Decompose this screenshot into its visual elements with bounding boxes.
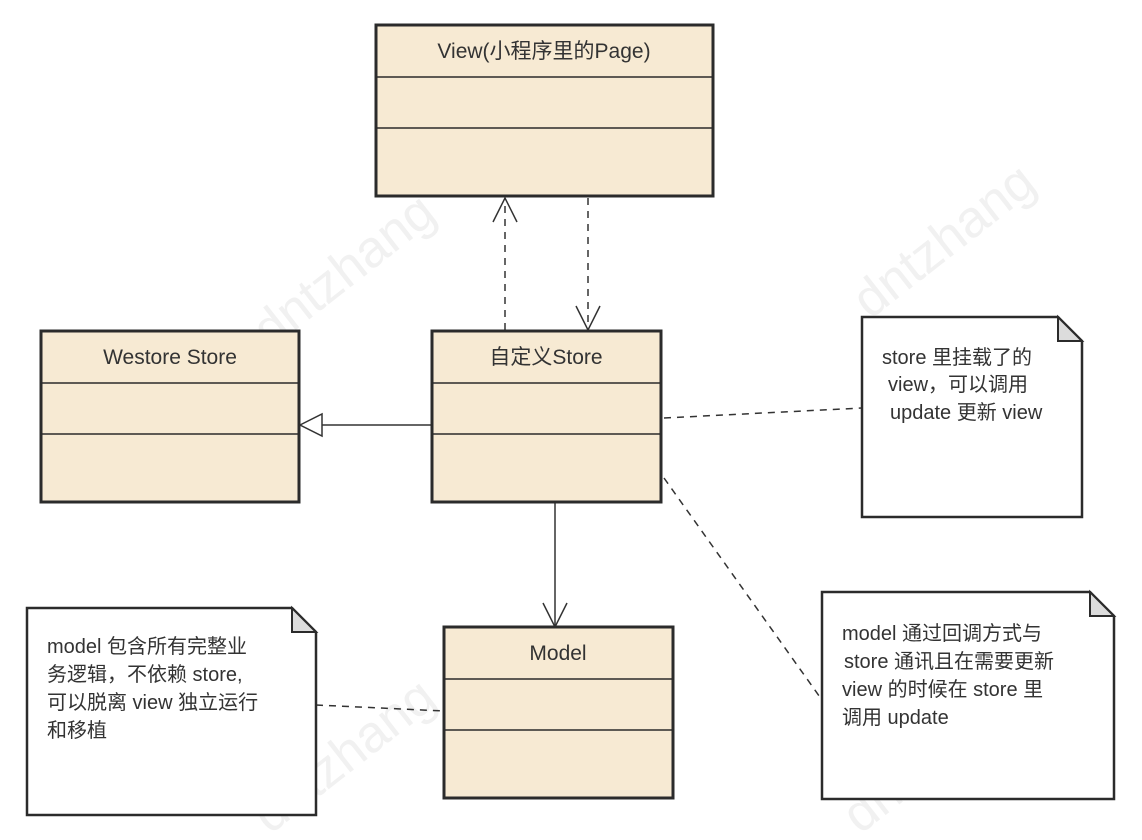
watermark-2: dntzhang <box>842 152 1046 329</box>
class-westore-title: Westore Store <box>103 346 237 369</box>
note-store-line-3: update 更新 view <box>890 401 1043 424</box>
note-callback[interactable]: model 通过回调方式与 store 通讯且在需要更新 view 的时候在 s… <box>820 589 1117 801</box>
note-anchor-callback <box>663 477 823 701</box>
note-anchor-store <box>663 407 863 419</box>
connectors <box>298 196 863 712</box>
class-view-title: View(小程序里的Page) <box>437 40 650 63</box>
note-model-line-4: 和移植 <box>47 719 107 742</box>
class-custom-store[interactable]: 自定义Store <box>430 329 663 504</box>
hollow-triangle-arrow-icon <box>298 412 323 438</box>
class-model-title: Model <box>529 642 586 665</box>
open-arrowhead-up-icon <box>492 196 518 223</box>
class-model[interactable]: Model <box>442 625 675 800</box>
note-model-line-3: 可以脱离 view 独立运行 <box>47 691 258 714</box>
note-anchor-model <box>315 704 445 712</box>
note-callback-line-2: store 通讯且在需要更新 <box>844 650 1054 673</box>
note-model-line-1: model 包含所有完整业 <box>47 635 247 658</box>
class-westore-store[interactable]: Westore Store <box>39 329 301 504</box>
note-callback-line-3: view 的时候在 store 里 <box>842 678 1043 701</box>
note-store-line-2: view，可以调用 <box>888 373 1028 396</box>
note-store[interactable]: store 里挂载了的 view，可以调用 update 更新 view <box>860 314 1085 519</box>
class-custom-store-title: 自定义Store <box>489 346 602 369</box>
note-callback-line-4: 调用 update <box>842 706 949 729</box>
note-callback-line-1: model 通过回调方式与 <box>842 622 1042 645</box>
note-store-line-1: store 里挂载了的 <box>882 346 1032 369</box>
note-model[interactable]: model 包含所有完整业 务逻辑，不依赖 store, 可以脱离 view 独… <box>25 605 319 817</box>
class-view[interactable]: View(小程序里的Page) <box>374 23 715 198</box>
note-model-line-2: 务逻辑，不依赖 store, <box>47 663 243 686</box>
